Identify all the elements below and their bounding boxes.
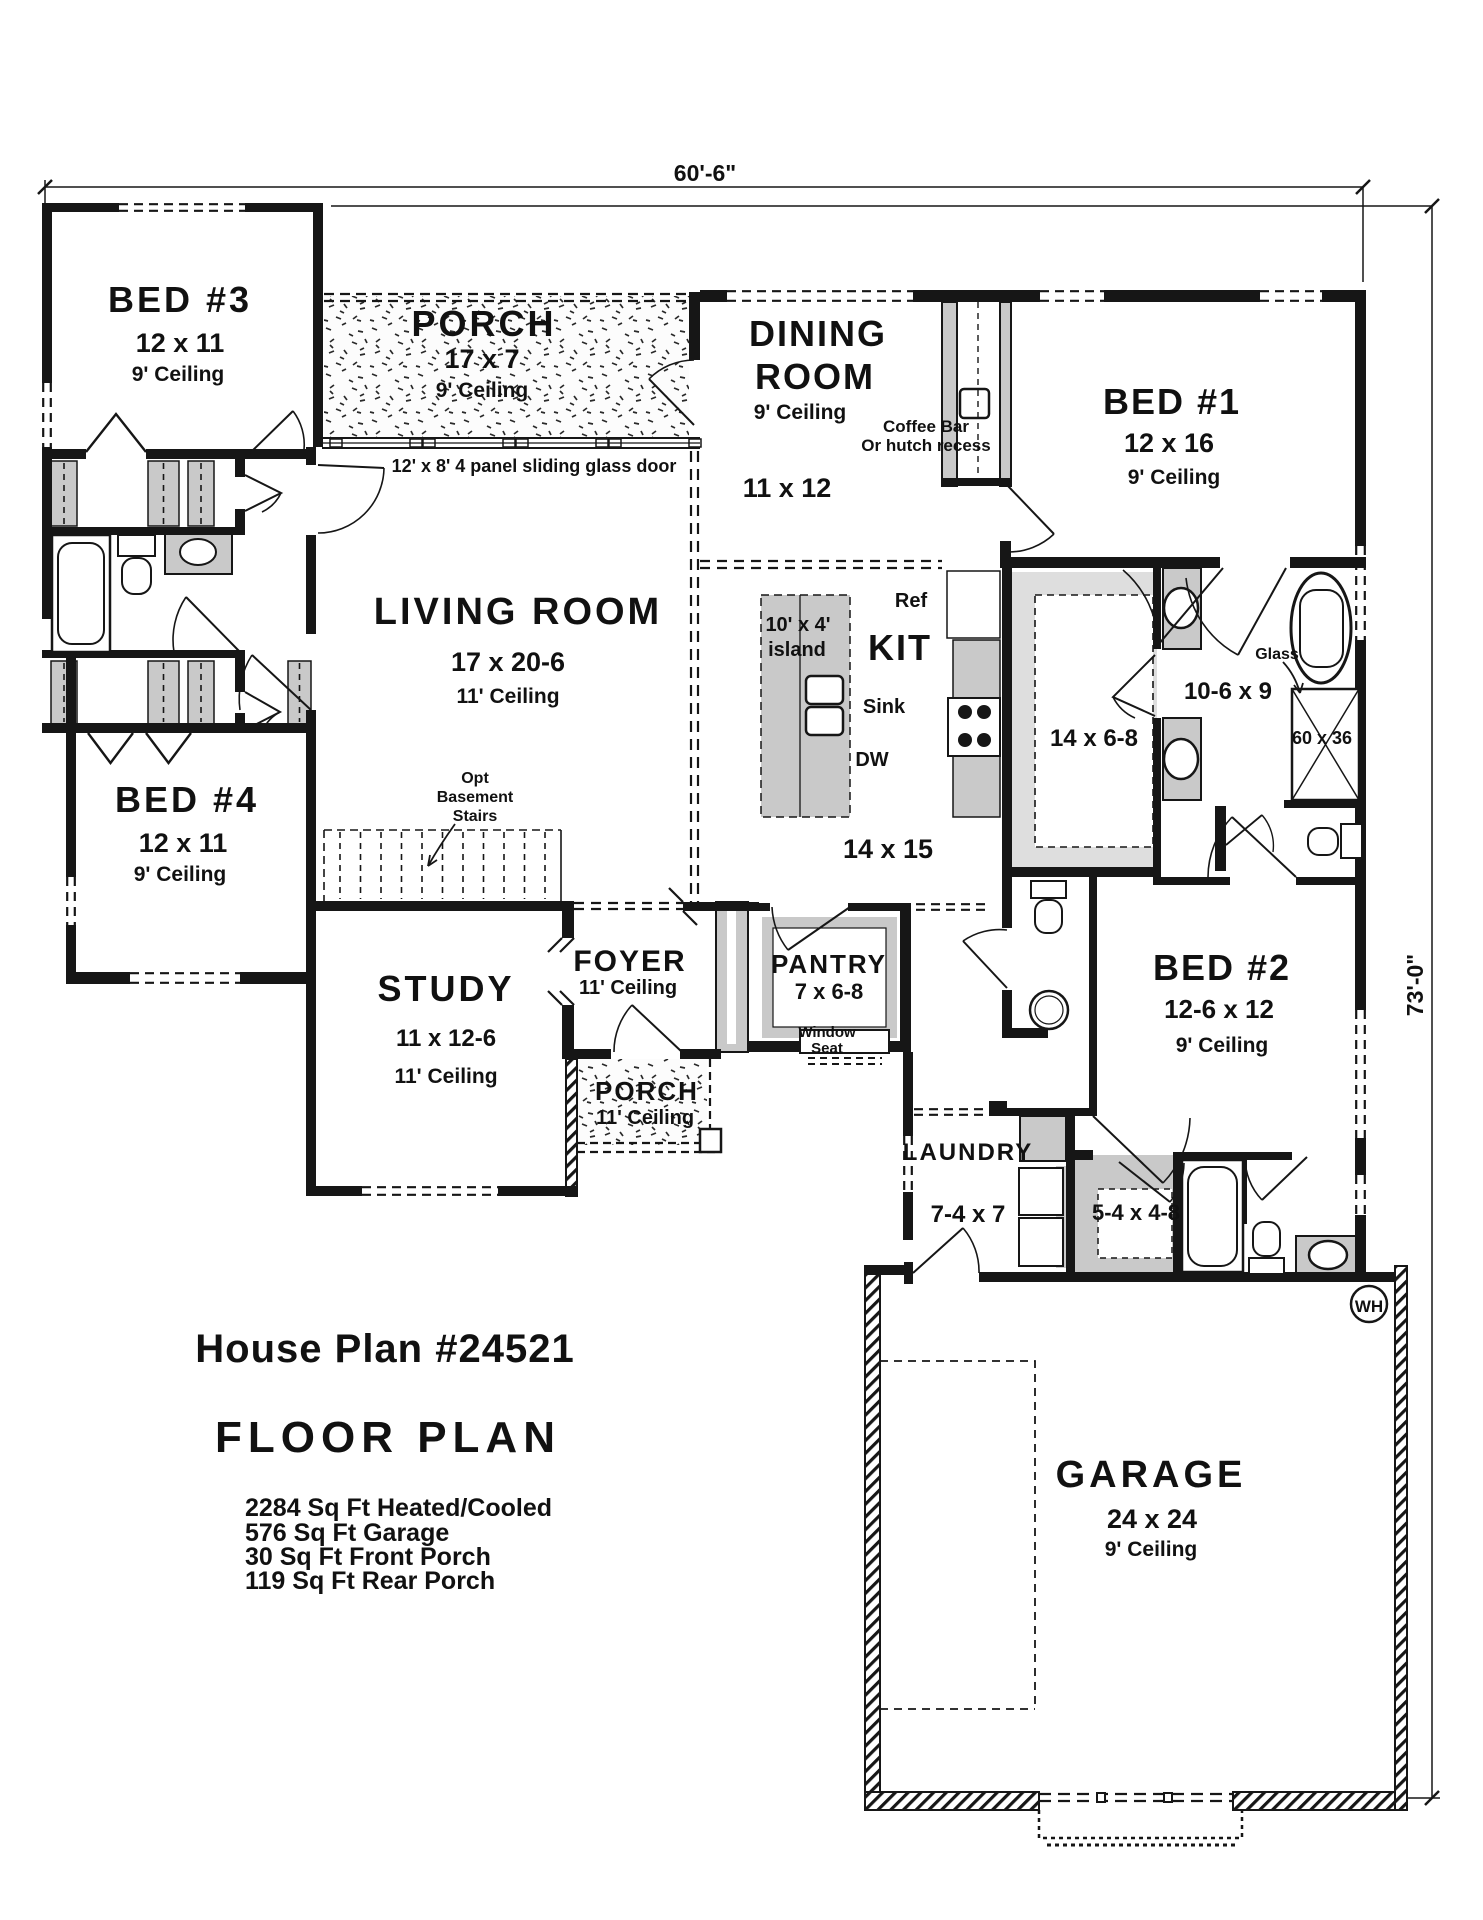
svg-text:5-4 x 4-8: 5-4 x 4-8 bbox=[1092, 1200, 1180, 1225]
svg-text:BED #2: BED #2 bbox=[1153, 947, 1291, 988]
svg-text:12' x 8' 4 panel sliding glass: 12' x 8' 4 panel sliding glass door bbox=[392, 456, 677, 476]
svg-text:119 Sq Ft Rear Porch: 119 Sq Ft Rear Porch bbox=[245, 1567, 495, 1595]
svg-text:WH: WH bbox=[1355, 1297, 1383, 1316]
svg-text:12 x 16: 12 x 16 bbox=[1124, 428, 1214, 458]
svg-text:ROOM: ROOM bbox=[755, 356, 875, 397]
svg-text:9' Ceiling: 9' Ceiling bbox=[1105, 1538, 1198, 1561]
svg-text:Seat: Seat bbox=[811, 1040, 843, 1057]
svg-text:LAUNDRY: LAUNDRY bbox=[903, 1139, 1033, 1166]
svg-text:30 Sq Ft Front Porch: 30 Sq Ft Front Porch bbox=[245, 1543, 491, 1571]
svg-text:Window: Window bbox=[798, 1024, 856, 1041]
svg-text:10' x 4': 10' x 4' bbox=[765, 614, 830, 636]
svg-text:2284 Sq Ft Heated/Cooled: 2284 Sq Ft Heated/Cooled bbox=[245, 1494, 552, 1522]
svg-text:17 x 7: 17 x 7 bbox=[444, 344, 519, 374]
svg-text:9' Ceiling: 9' Ceiling bbox=[1176, 1034, 1269, 1057]
svg-text:11 x 12-6: 11 x 12-6 bbox=[396, 1025, 496, 1052]
svg-text:9' Ceiling: 9' Ceiling bbox=[436, 379, 529, 402]
svg-text:24 x 24: 24 x 24 bbox=[1107, 1504, 1197, 1534]
svg-text:DW: DW bbox=[855, 749, 888, 771]
svg-text:FOYER: FOYER bbox=[573, 945, 686, 978]
svg-text:60'-6": 60'-6" bbox=[674, 160, 736, 186]
svg-text:11' Ceiling: 11' Ceiling bbox=[394, 1065, 497, 1088]
svg-text:Sink: Sink bbox=[863, 696, 906, 718]
svg-text:island: island bbox=[768, 639, 826, 661]
svg-text:11' Ceiling: 11' Ceiling bbox=[596, 1107, 694, 1129]
svg-text:FLOOR PLAN: FLOOR PLAN bbox=[215, 1413, 561, 1462]
svg-text:STUDY: STUDY bbox=[377, 968, 514, 1009]
svg-text:House Plan #24521: House Plan #24521 bbox=[195, 1327, 574, 1371]
svg-text:Opt: Opt bbox=[461, 770, 489, 787]
svg-text:11' Ceiling: 11' Ceiling bbox=[579, 977, 677, 999]
svg-text:KIT: KIT bbox=[868, 627, 932, 668]
svg-text:DINING: DINING bbox=[749, 313, 887, 354]
svg-text:LIVING ROOM: LIVING ROOM bbox=[374, 591, 662, 633]
svg-text:Coffee Bar: Coffee Bar bbox=[883, 417, 969, 436]
svg-text:14 x 15: 14 x 15 bbox=[843, 834, 933, 864]
svg-text:Or hutch recess: Or hutch recess bbox=[861, 436, 990, 455]
svg-text:7-4 x 7: 7-4 x 7 bbox=[931, 1201, 1006, 1228]
svg-text:73'-0": 73'-0" bbox=[1402, 954, 1428, 1016]
svg-text:PANTRY: PANTRY bbox=[771, 949, 887, 979]
svg-text:9' Ceiling: 9' Ceiling bbox=[132, 363, 225, 386]
svg-text:17 x 20-6: 17 x 20-6 bbox=[451, 647, 565, 677]
svg-text:14 x 6-8: 14 x 6-8 bbox=[1050, 725, 1138, 752]
svg-text:Glass: Glass bbox=[1255, 646, 1299, 663]
svg-text:BED #4: BED #4 bbox=[115, 779, 259, 820]
svg-text:12-6 x 12: 12-6 x 12 bbox=[1164, 994, 1274, 1024]
svg-text:BED #3: BED #3 bbox=[108, 279, 252, 320]
svg-text:Ref: Ref bbox=[895, 590, 928, 612]
svg-text:60 x 36: 60 x 36 bbox=[1292, 728, 1352, 748]
svg-text:GARAGE: GARAGE bbox=[1056, 1454, 1247, 1496]
svg-text:576 Sq Ft Garage: 576 Sq Ft Garage bbox=[245, 1519, 449, 1547]
svg-text:11 x 12: 11 x 12 bbox=[743, 473, 832, 503]
svg-text:9' Ceiling: 9' Ceiling bbox=[134, 863, 227, 886]
svg-text:10-6 x 9: 10-6 x 9 bbox=[1184, 678, 1272, 705]
svg-text:Stairs: Stairs bbox=[453, 808, 498, 825]
svg-text:PORCH: PORCH bbox=[411, 303, 556, 344]
svg-text:PORCH: PORCH bbox=[595, 1076, 699, 1106]
svg-text:7 x 6-8: 7 x 6-8 bbox=[795, 979, 864, 1004]
svg-text:9' Ceiling: 9' Ceiling bbox=[754, 401, 847, 424]
svg-text:11' Ceiling: 11' Ceiling bbox=[456, 685, 559, 708]
svg-text:BED #1: BED #1 bbox=[1103, 381, 1241, 422]
svg-text:12 x 11: 12 x 11 bbox=[139, 828, 228, 858]
svg-text:9' Ceiling: 9' Ceiling bbox=[1128, 466, 1221, 489]
svg-text:Basement: Basement bbox=[437, 789, 514, 806]
svg-text:12 x 11: 12 x 11 bbox=[136, 328, 225, 358]
